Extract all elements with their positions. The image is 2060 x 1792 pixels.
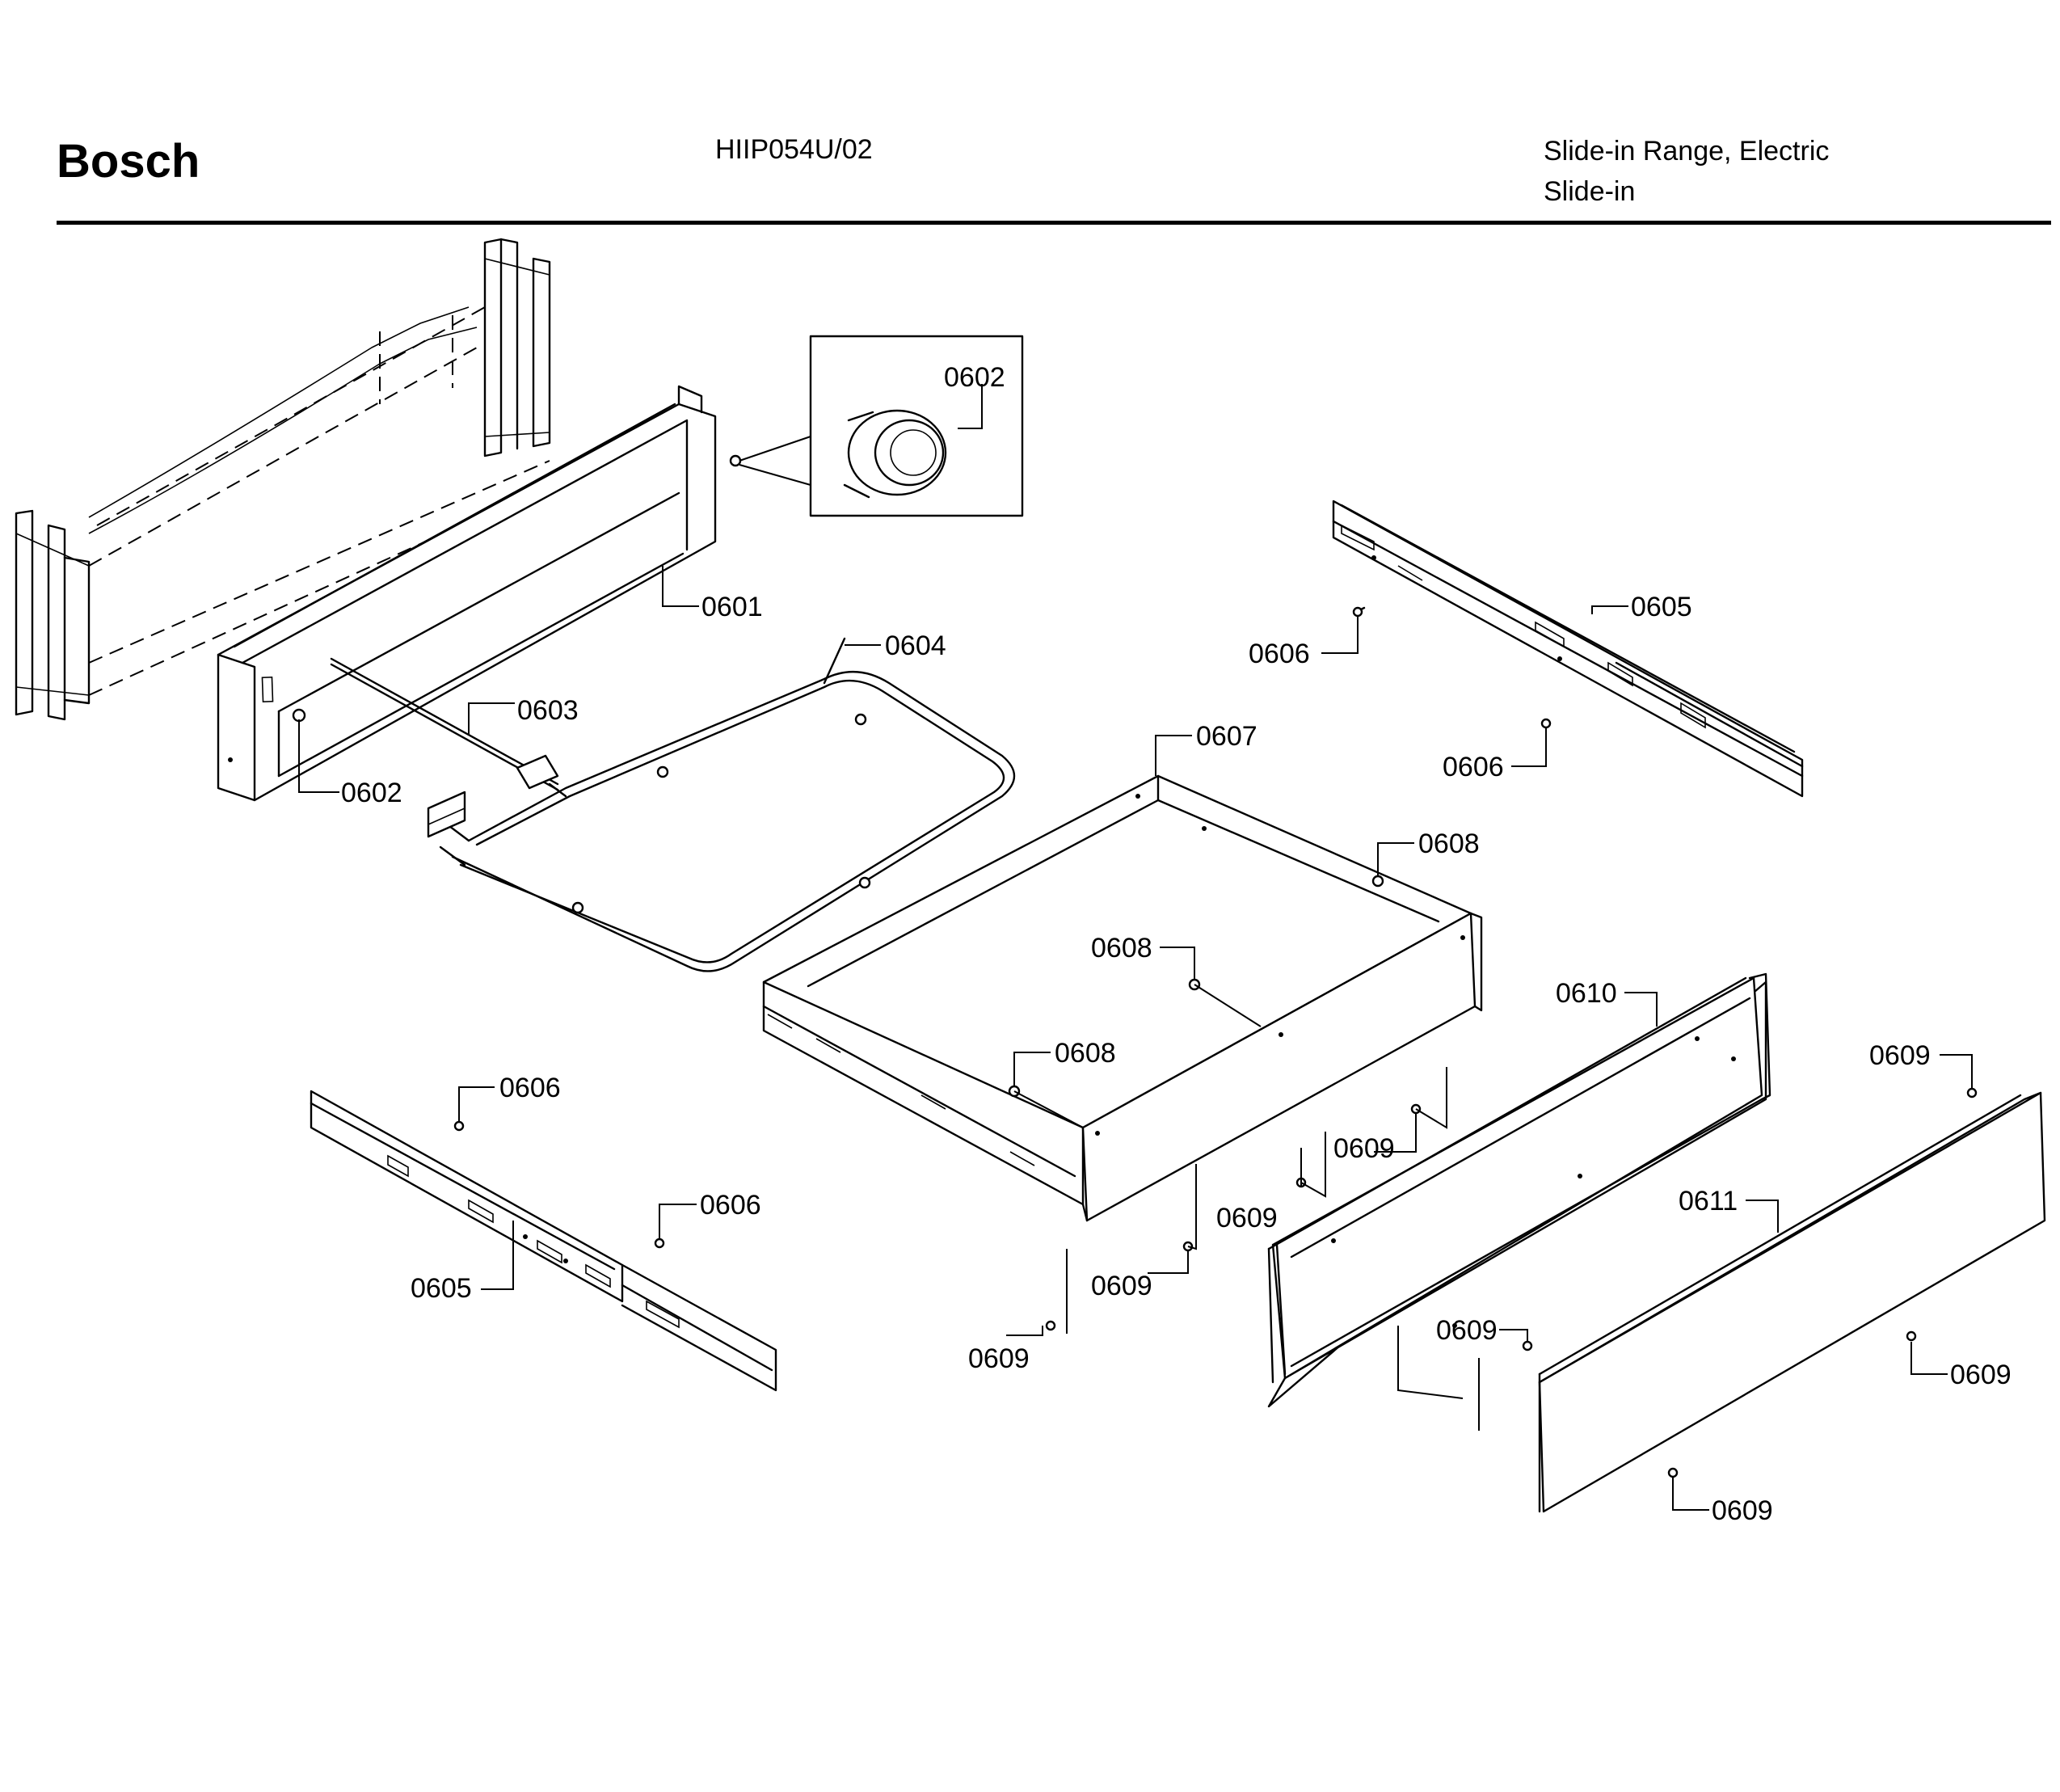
callout-0606-right-b: 0606 (1443, 752, 1504, 782)
oven-frame-outline (15, 238, 551, 721)
product-subtype: Slide-in (1544, 176, 1636, 207)
callout-labels: 0601 0602 0602 0603 0604 0605 0605 0606 … (341, 362, 2012, 1526)
callout-0609-h: 0609 (1712, 1495, 1773, 1526)
callout-0608-b: 0608 (1091, 933, 1152, 963)
callout-0605-right: 0605 (1631, 592, 1692, 622)
slide-rail-right-0605 (1332, 500, 1804, 798)
brand-title: Bosch (57, 135, 200, 188)
screw-0608-a (1371, 875, 1384, 888)
screw-0606-right-b-head (1540, 718, 1552, 729)
leader-0608-b-trace (1194, 984, 1262, 1027)
product-type: Slide-in Range, Electric (1544, 136, 1830, 167)
callout-0609-f: 0609 (1436, 1315, 1498, 1346)
grommet-0602-right (729, 454, 742, 467)
callout-0608-c: 0608 (1055, 1038, 1116, 1069)
slide-rail-left-0605 (310, 1090, 777, 1392)
door-panel-0610 (1267, 972, 1771, 1408)
callout-0606-right-a: 0606 (1249, 639, 1310, 669)
screw-0606-left-b (654, 1238, 665, 1249)
model-number: HIIP054U/02 (715, 134, 873, 165)
sensor-0603 (330, 657, 567, 798)
callout-0605-left: 0605 (411, 1273, 472, 1304)
callout-0606-left-a: 0606 (499, 1073, 561, 1103)
callout-0609-e: 0609 (968, 1343, 1030, 1374)
callout-0609-g: 0609 (1950, 1360, 2012, 1390)
callout-0609-b: 0609 (1333, 1133, 1395, 1164)
leader-0608-c-trace (1013, 1090, 1084, 1128)
callout-0611: 0611 (1679, 1186, 1738, 1216)
callout-0602: 0602 (341, 778, 402, 808)
callout-0601: 0601 (701, 592, 763, 622)
knob-detail-inset (739, 335, 1024, 517)
callout-0609-c: 0609 (1216, 1203, 1278, 1233)
callout-0609-d: 0609 (1091, 1271, 1152, 1301)
drawer-0607 (762, 774, 1483, 1222)
screw-0606-left-a (453, 1120, 465, 1132)
callout-0604: 0604 (885, 630, 946, 661)
leader-lines (298, 384, 1973, 1511)
callout-0610: 0610 (1556, 978, 1617, 1009)
screw-0606-right-a-head (1352, 606, 1363, 618)
callout-0603: 0603 (517, 695, 579, 726)
callout-0608-a: 0608 (1418, 829, 1480, 859)
drawer-front-0611 (1538, 1091, 2046, 1513)
screws-0609 (1045, 1067, 1978, 1478)
callout-0609-a: 0609 (1869, 1040, 1931, 1071)
heating-element-0604 (427, 637, 1016, 972)
header-rule (57, 221, 2051, 225)
grommet-0602 (292, 708, 306, 723)
callout-0606-left-b: 0606 (700, 1190, 761, 1221)
callout-0607: 0607 (1196, 721, 1257, 752)
callout-0602-inset: 0602 (944, 362, 1005, 393)
door-frame-0601 (217, 385, 717, 802)
